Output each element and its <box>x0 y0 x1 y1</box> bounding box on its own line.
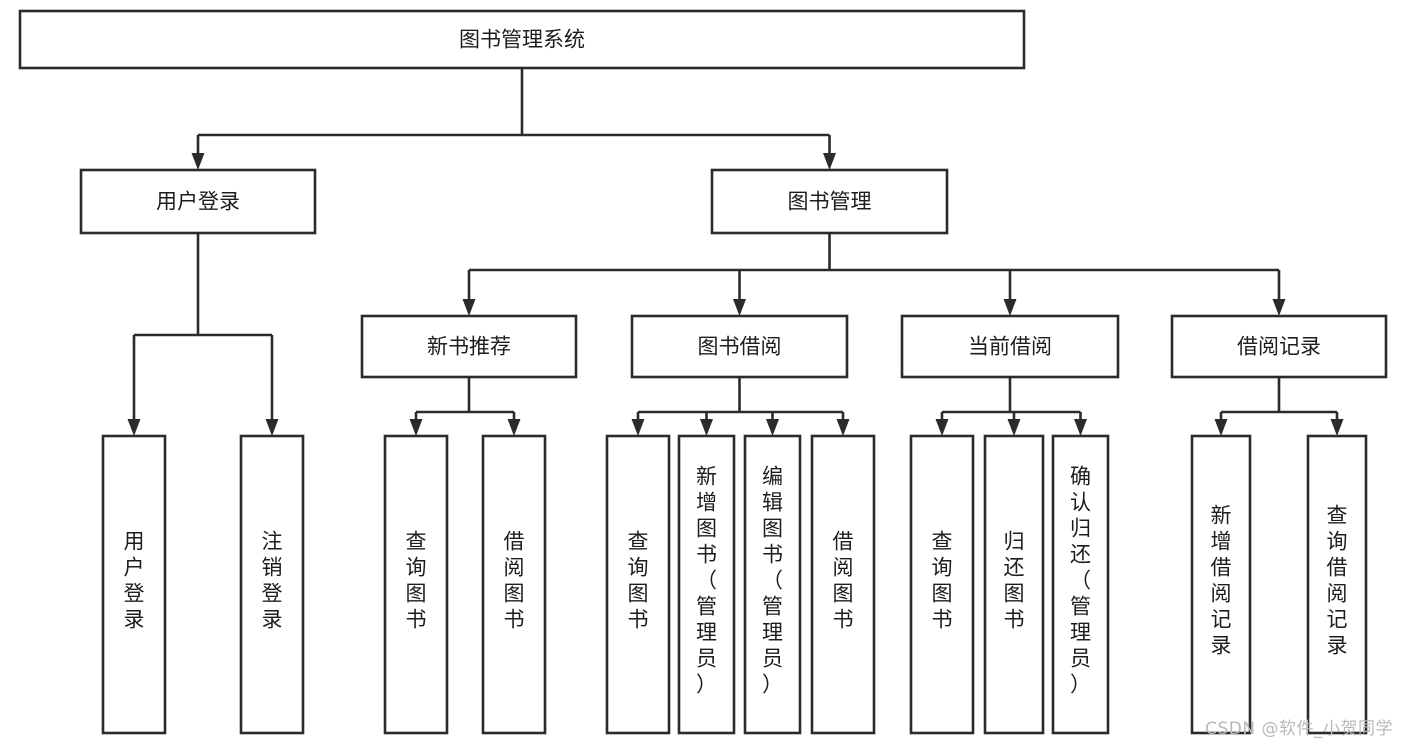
node-new-book-rec[interactable]: 新书推荐 <box>360 314 578 379</box>
node-box-leaf-add-record <box>1190 434 1252 735</box>
node-label-book-manage: 图书管理 <box>788 190 872 214</box>
node-leaf-add-book[interactable]: 新增图书（管理员） <box>677 434 736 735</box>
node-box-leaf-edit-book <box>743 434 802 735</box>
node-leaf-confirm-return[interactable]: 确认归还（管理员） <box>1051 434 1110 735</box>
node-label-leaf-add-book: 新增图书（管理员） <box>696 465 717 697</box>
edge-group-new-book-rec <box>409 377 521 436</box>
arrow-head <box>733 299 746 316</box>
edge-group-current-borrow <box>935 377 1087 436</box>
node-label-leaf-user-login: 用户登录 <box>124 530 145 632</box>
node-leaf-return-book[interactable]: 归还图书 <box>983 434 1045 735</box>
node-label-leaf-query-book-1: 查询图书 <box>406 530 427 632</box>
node-current-borrow[interactable]: 当前借阅 <box>900 314 1120 379</box>
node-box-borrow-record <box>1170 314 1388 379</box>
arrow-head <box>823 153 836 170</box>
connector-layer <box>127 68 1344 436</box>
arrow-head <box>631 419 645 436</box>
arrow-head <box>700 419 713 436</box>
arrow-head <box>766 419 779 436</box>
node-label-leaf-confirm-return: 确认归还（管理员） <box>1070 465 1091 697</box>
node-box-book-borrow <box>630 314 849 379</box>
node-box-leaf-confirm-return <box>1051 434 1110 735</box>
arrow-head <box>1007 419 1021 436</box>
node-label-current-borrow: 当前借阅 <box>968 335 1052 359</box>
node-box-leaf-query-book-1 <box>383 434 449 735</box>
node-label-leaf-borrow-book-2: 借阅图书 <box>833 530 854 632</box>
node-label-root: 图书管理系统 <box>459 28 585 52</box>
arrow-head <box>191 153 205 170</box>
node-book-manage[interactable]: 图书管理 <box>710 168 949 235</box>
node-leaf-user-login[interactable]: 用户登录 <box>101 434 167 735</box>
node-box-leaf-return-book <box>983 434 1045 735</box>
node-user-login[interactable]: 用户登录 <box>79 168 317 235</box>
node-box-leaf-query-book-3 <box>909 434 975 735</box>
node-box-root <box>18 9 1026 70</box>
node-label-leaf-query-book-2: 查询图书 <box>628 530 649 632</box>
edge-group-book-manage <box>462 233 1286 316</box>
arrow-head <box>1074 419 1087 436</box>
node-leaf-edit-book[interactable]: 编辑图书（管理员） <box>743 434 802 735</box>
node-leaf-add-record[interactable]: 新增借阅记录 <box>1190 434 1252 735</box>
node-box-leaf-query-record <box>1306 434 1368 735</box>
node-leaf-borrow-book-2[interactable]: 借阅图书 <box>810 434 876 735</box>
node-box-leaf-borrow-book-1 <box>481 434 547 735</box>
node-box-leaf-query-book-2 <box>605 434 671 735</box>
node-box-leaf-add-book <box>677 434 736 735</box>
node-label-book-borrow: 图书借阅 <box>698 335 782 359</box>
arrow-head <box>1272 299 1286 316</box>
edge-group-book-borrow <box>631 377 850 436</box>
node-box-leaf-logout <box>239 434 305 735</box>
edge-group-borrow-record <box>1214 377 1344 436</box>
node-root[interactable]: 图书管理系统 <box>18 9 1026 70</box>
node-leaf-query-book-2[interactable]: 查询图书 <box>605 434 671 735</box>
arrow-head <box>836 419 850 436</box>
node-book-borrow[interactable]: 图书借阅 <box>630 314 849 379</box>
node-label-user-login: 用户登录 <box>156 190 240 214</box>
node-label-leaf-return-book: 归还图书 <box>1004 530 1025 632</box>
node-leaf-borrow-book-1[interactable]: 借阅图书 <box>481 434 547 735</box>
node-label-leaf-borrow-book-1: 借阅图书 <box>504 530 525 632</box>
node-leaf-query-book-1[interactable]: 查询图书 <box>383 434 449 735</box>
arrow-head <box>507 419 521 436</box>
node-label-borrow-record: 借阅记录 <box>1237 335 1321 359</box>
node-layer: 图书管理系统用户登录图书管理新书推荐图书借阅当前借阅借阅记录用户登录注销登录查询… <box>18 9 1388 735</box>
edge-group-root <box>191 68 836 170</box>
node-label-new-book-rec: 新书推荐 <box>427 335 511 359</box>
arrow-head <box>462 299 476 316</box>
arrow-head <box>409 419 423 436</box>
edge-group-user-login <box>127 233 279 436</box>
node-label-leaf-edit-book: 编辑图书（管理员） <box>762 465 783 697</box>
node-label-leaf-query-record: 查询借阅记录 <box>1327 504 1348 658</box>
arrow-head <box>127 419 141 436</box>
arrow-head <box>265 419 279 436</box>
node-box-current-borrow <box>900 314 1120 379</box>
node-box-book-manage <box>710 168 949 235</box>
node-leaf-query-book-3[interactable]: 查询图书 <box>909 434 975 735</box>
node-leaf-logout[interactable]: 注销登录 <box>239 434 305 735</box>
node-label-leaf-logout: 注销登录 <box>262 530 283 632</box>
node-box-leaf-user-login <box>101 434 167 735</box>
node-label-leaf-query-book-3: 查询图书 <box>932 530 953 632</box>
arrow-head <box>1214 419 1228 436</box>
node-label-leaf-add-record: 新增借阅记录 <box>1211 504 1232 658</box>
node-leaf-query-record[interactable]: 查询借阅记录 <box>1306 434 1368 735</box>
node-box-leaf-borrow-book-2 <box>810 434 876 735</box>
arrow-head <box>1330 419 1344 436</box>
arrow-head <box>935 419 949 436</box>
node-box-user-login <box>79 168 317 235</box>
node-box-new-book-rec <box>360 314 578 379</box>
node-borrow-record[interactable]: 借阅记录 <box>1170 314 1388 379</box>
arrow-head <box>1003 299 1017 316</box>
